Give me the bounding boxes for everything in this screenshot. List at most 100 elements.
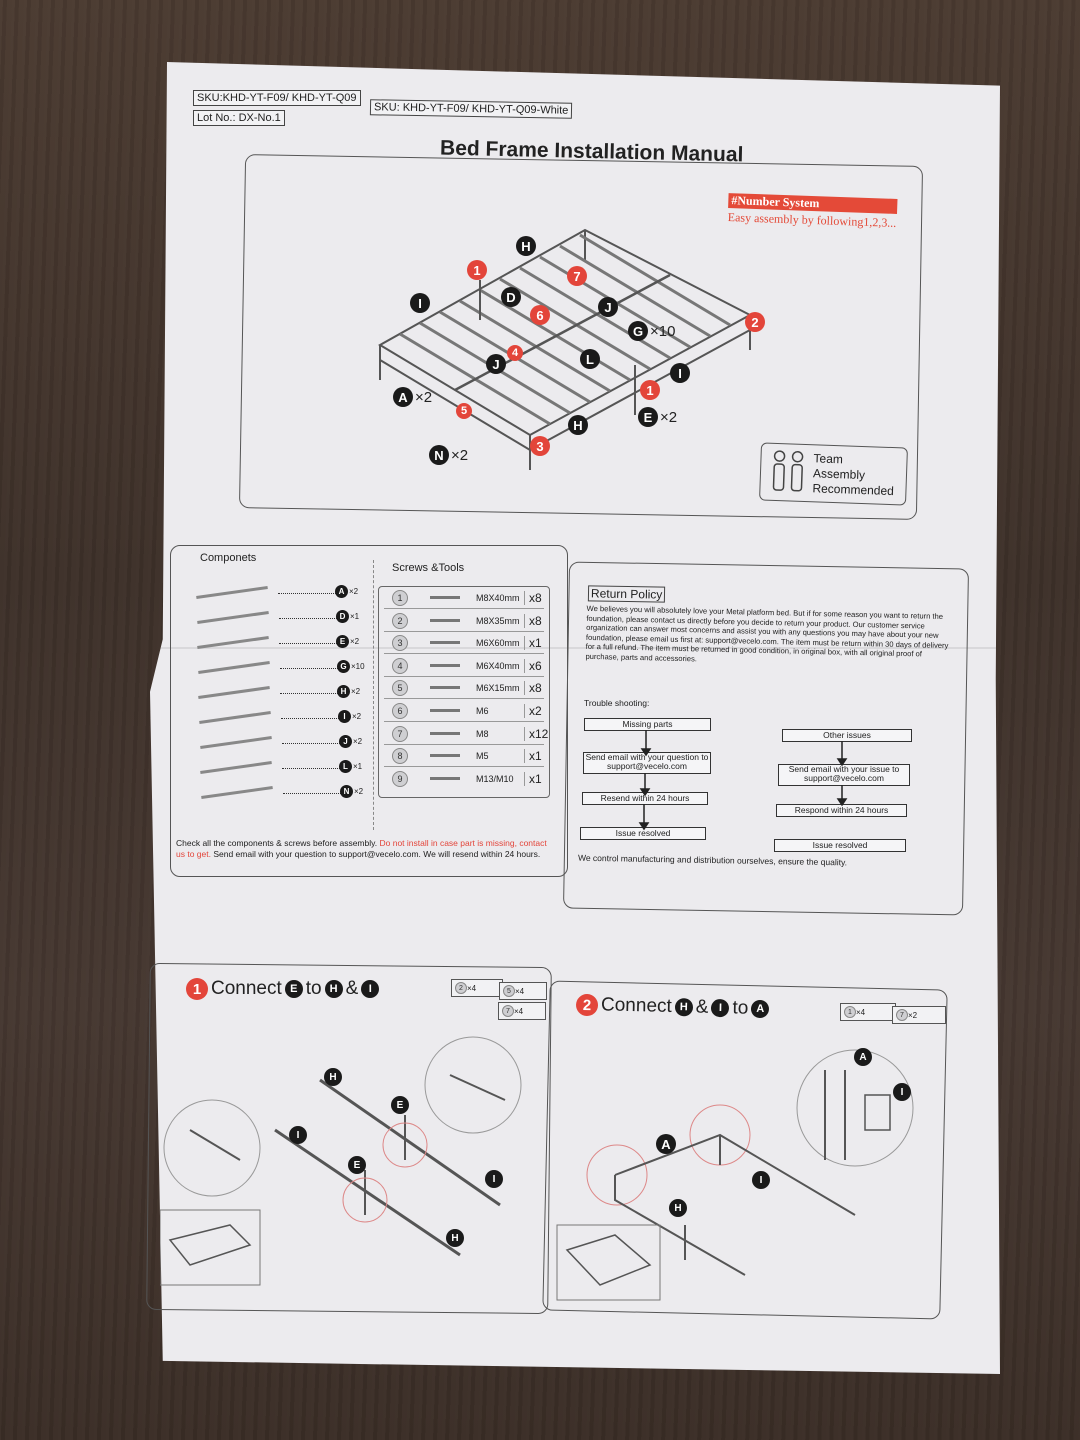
leader-line [281,718,341,719]
step-2-title: 2 Connect H & I to A [575,993,770,1020]
step-2-number-icon: 2 [575,993,599,1017]
step-number-1b-icon: 1 [640,380,660,400]
step-1-label-i-icon: I [289,1126,307,1144]
screw-qty: x8 [524,613,542,628]
component-drawing [197,611,269,624]
return-policy-label: Return Policy [587,585,666,603]
step-number-7-icon: 7 [567,266,587,286]
screw-size: M6X60mm [476,638,520,649]
part-label-h2-icon: H [568,415,588,435]
step-1-number-icon: 1 [186,978,208,1000]
screw-qty: x2 [524,704,542,718]
screw-row: 2 M8X35mm x8 [384,611,544,632]
component-qty: ×2 [350,637,360,646]
component-qty: ×2 [352,712,362,721]
flow-right-2: Send email with your issue to support@ve… [778,764,910,786]
step-number-5-icon: 5 [456,403,472,419]
team-assembly-note: Team Assembly Recommended [759,442,908,506]
screw-number-icon: 9 [392,770,408,787]
component-letter-icon: G [337,660,350,673]
screw-icon [430,641,460,645]
part-label-i-icon: I [410,293,430,313]
leader-line [280,693,340,694]
component-drawing [198,661,270,674]
component-row: A×2 [190,584,360,602]
screw-number-icon: 3 [392,635,408,652]
step-2-zoom-a-icon: A [854,1048,872,1066]
component-letter-icon: L [339,760,352,773]
flow-right-4: Issue resolved [774,839,906,852]
components-label: Componets [200,552,257,564]
component-qty: ×10 [351,662,365,671]
step-1-label-h-icon: H [324,1068,342,1086]
component-drawing [196,586,268,599]
step-2-label-i-icon: I [752,1171,770,1189]
screw-icon [430,618,460,622]
team-line-3: Recommended [812,481,895,499]
qty-e: ×2 [660,409,678,426]
qty-n: ×2 [451,447,469,464]
step-2-word-connect: Connect [600,994,673,1017]
return-policy-body: We believes you will absolutely love you… [585,603,949,664]
screw-qty: x1 [524,749,542,764]
screw-row: 6 M6 x2 [384,701,544,722]
part-label-i2-icon: I [670,363,690,383]
component-drawing [198,686,270,699]
screw-qty: x8 [524,681,542,696]
screw-number-icon: 8 [392,748,408,765]
step-1-word-connect: Connect [211,978,282,999]
bed-frame-overview-drawing [378,228,753,470]
step-1-part-5: 5×4 [499,982,547,1000]
screw-size: M6X40mm [476,660,520,671]
step-1-label-i2-icon: I [485,1170,503,1188]
check-note: Check all the components & screws before… [176,838,556,859]
component-row: D×1 [191,609,361,627]
screw-icon [430,663,460,667]
part-label-h-icon: H [516,236,536,256]
leader-line [279,618,339,619]
trouble-shooting-label: Trouble shooting: [584,698,650,708]
screw-size: M6 [476,706,489,716]
screw-icon [430,596,460,599]
part-label-j-icon: J [598,297,618,317]
screw-number-icon: 2 [392,612,408,629]
step-number-6-icon: 6 [530,305,550,325]
component-qty: ×2 [354,787,364,796]
check-note-warning: Do not install in case part is missing, … [176,838,547,859]
flow-arrows [638,730,848,831]
component-drawing [197,636,269,649]
screw-icon [430,686,460,690]
part-label-l-icon: L [580,349,600,369]
component-letter-icon: E [336,635,349,648]
screw-icon [430,731,460,735]
step-1-part-7: 7×4 [498,1002,546,1020]
qty-g: ×10 [650,323,676,340]
step-1-title: 1 Connect E to H & I [186,978,380,1000]
part-label-e-icon: E [638,407,658,427]
part-label-n-icon: N [429,445,449,465]
screw-size: M8X35mm [476,615,520,626]
component-row: E×2 [191,634,361,652]
screw-number-icon: 5 [392,680,408,697]
step-2-word-to: to [732,997,749,1019]
leader-line [282,743,342,744]
screw-size: M8 [476,728,489,739]
screw-qty: x1 [524,771,542,786]
step-1-label-h2-icon: H [446,1229,464,1247]
component-qty: ×2 [351,687,361,696]
step-number-2-icon: 2 [745,312,765,332]
qty-a: ×2 [415,389,433,406]
screw-icon [430,754,460,758]
part-label-d-icon: D [501,287,521,307]
screw-number-icon: 7 [392,725,408,742]
step-number-4-icon: 4 [507,345,523,361]
step-2-amp: & [695,996,709,1018]
screw-icon [430,709,460,712]
screw-number-icon: 6 [392,703,408,719]
component-letter-icon: J [339,735,352,748]
